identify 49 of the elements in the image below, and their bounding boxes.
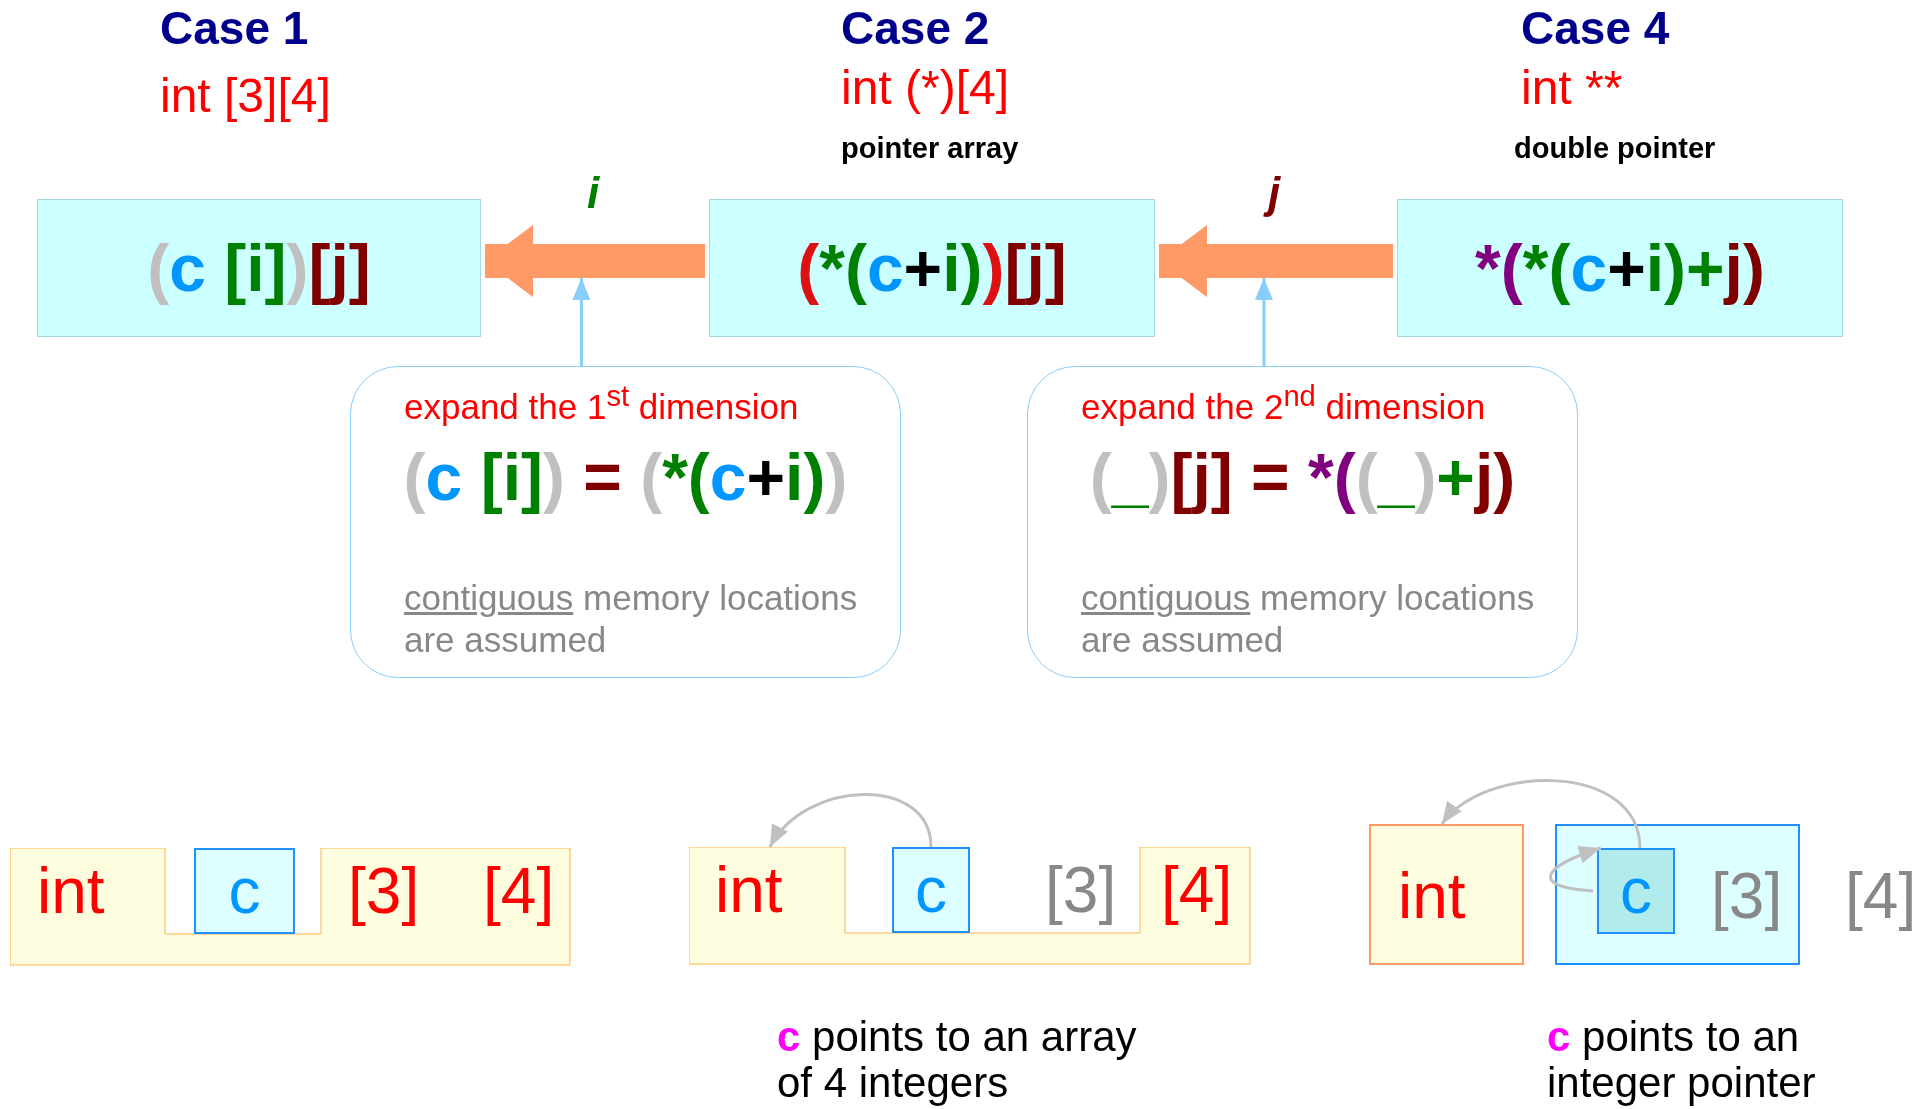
array-size: [4]: [1161, 853, 1233, 928]
array-size: [3]: [1045, 853, 1117, 928]
type-description: pointer array: [841, 133, 1019, 165]
leader-line: [572, 278, 591, 366]
note-title: expand the 1$^{st}$ dimension: [404, 379, 799, 428]
pointer-cell: [194, 848, 295, 934]
note-card: [1027, 366, 1578, 678]
pointer-cell: [892, 847, 970, 933]
pointer-arrow: [1440, 779, 1642, 849]
type-description: double pointer: [1514, 133, 1716, 165]
leader-line: [1254, 278, 1273, 366]
memory-block: [1369, 824, 1524, 965]
expression-box: [709, 199, 1155, 337]
caption: c points to an integer pointer: [1547, 1014, 1817, 1107]
case-heading: Case 1: [160, 3, 309, 54]
memory-block: [689, 847, 1251, 965]
pointer-name: c: [227, 854, 262, 929]
expression-box: [1397, 199, 1843, 337]
type-declaration: int (*)[4]: [841, 62, 1010, 115]
note-text: contiguous memory locations are assumed: [404, 577, 859, 661]
array-size: [3]: [348, 854, 420, 929]
type-declaration: int [3][4]: [160, 70, 331, 123]
type-name: int: [37, 854, 105, 929]
block-arrow: [485, 225, 705, 298]
case-heading: Case 2: [841, 3, 990, 54]
expression: *(*(c+i)+j): [1474, 230, 1766, 306]
pointer-name: c: [914, 853, 948, 928]
pointer-name: c: [1619, 854, 1653, 929]
pointer-cell: [1597, 848, 1675, 934]
type-declaration: int **: [1521, 62, 1623, 115]
case-heading: Case 4: [1521, 3, 1670, 54]
array-size: [4]: [483, 854, 555, 929]
equation: (c [i]) = (*(c+i)): [402, 439, 849, 515]
note-text: contiguous memory locations are assumed: [1081, 577, 1536, 661]
note-card: [350, 366, 901, 678]
memory-block: [10, 848, 571, 966]
block-arrow: [1159, 225, 1393, 298]
type-name: int: [1398, 859, 1466, 934]
array-size: [4]: [1845, 859, 1917, 934]
caption: c points to an array of 4 integers: [777, 1014, 1138, 1107]
type-name: int: [715, 853, 783, 928]
pointer-arrow: [768, 793, 933, 848]
expression-box: [37, 199, 481, 337]
expression: (c [i])[j]: [146, 230, 372, 306]
array-size: [3]: [1711, 859, 1783, 934]
note-title: expand the 2$^{nd}$ dimension: [1081, 379, 1486, 428]
pointer-arrow: [1549, 846, 1602, 893]
equation: (_)[j] = *((_)+j): [1088, 439, 1517, 515]
expression: (*(c+i))[j]: [796, 230, 1068, 306]
